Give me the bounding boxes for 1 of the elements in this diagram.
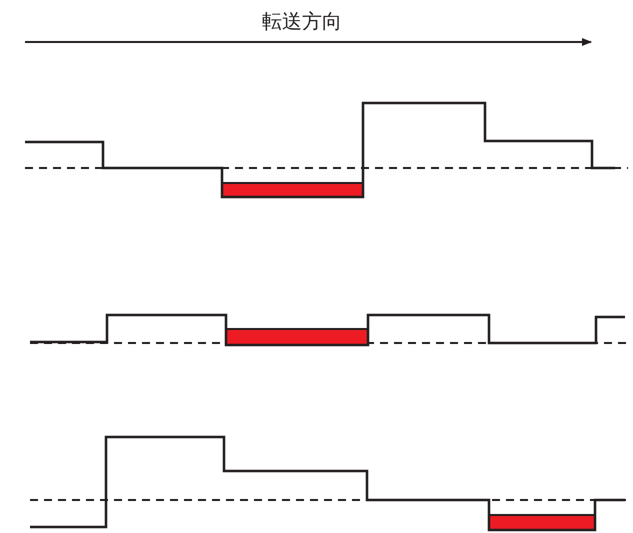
direction-label: 転送方向 [262,8,342,35]
